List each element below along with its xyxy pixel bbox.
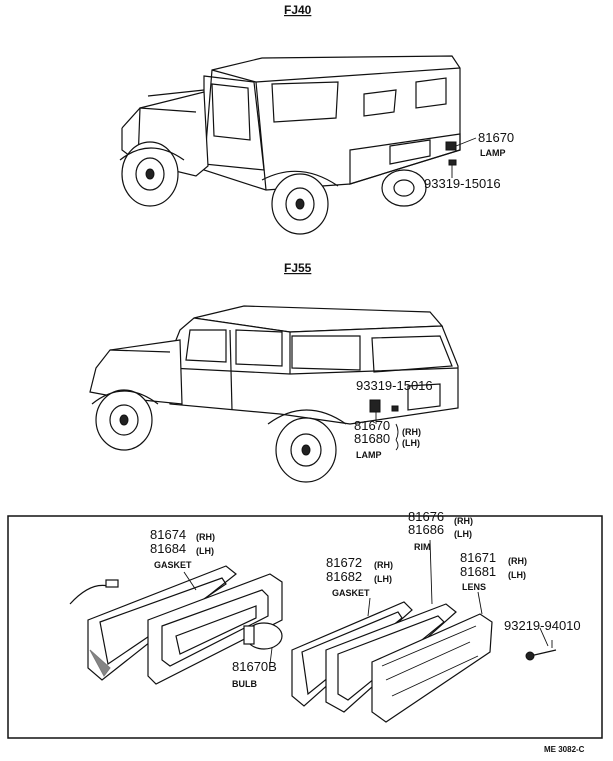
rim-rh-tag: (RH)	[454, 516, 473, 526]
fj40-screw-part-number: 93319-15016	[424, 176, 501, 191]
lens-rh-tag: (RH)	[508, 556, 527, 566]
fj55-lamp-rh-part-number: 81670	[354, 418, 390, 433]
rim-lh-tag: (LH)	[454, 529, 472, 539]
fj55-lamp-lh-tag: (LH)	[402, 438, 420, 448]
fj40-lamp-part-number: 81670	[478, 130, 514, 145]
fj55-lamp-brace	[395, 423, 399, 451]
lens-lh-part-number: 81681	[460, 564, 496, 579]
gasket1-rh-tag: (RH)	[196, 532, 215, 542]
bulb-part-number: 81670B	[232, 659, 277, 674]
lens-label: LENS	[462, 582, 486, 592]
fj55-vehicle-drawing	[89, 305, 459, 483]
detail-box	[7, 515, 603, 739]
fj55-lamp-rh-tag: (RH)	[402, 427, 421, 437]
rim-label: RIM	[414, 542, 431, 552]
lens-rh-part-number: 81671	[460, 550, 496, 565]
gasket1-label: GASKET	[154, 560, 192, 570]
gasket2-rh-tag: (RH)	[374, 560, 393, 570]
gasket1-lh-tag: (LH)	[196, 546, 214, 556]
fj55-title: FJ55	[284, 261, 312, 275]
gasket1-rh-part-number: 81674	[150, 527, 186, 542]
fj40-lamp-label: LAMP	[480, 148, 506, 158]
fj40-title: FJ40	[284, 3, 312, 17]
fj55-screw-part-number: 93319-15016	[356, 378, 433, 393]
lamp-exploded-view	[69, 539, 557, 723]
gasket2-lh-part-number: 81682	[326, 569, 362, 584]
bulb-label: BULB	[232, 679, 257, 689]
fj55-lamp-label: LAMP	[356, 450, 382, 460]
gasket2-label: GASKET	[332, 588, 370, 598]
fj40-vehicle-drawing	[119, 55, 477, 235]
gasket1-lh-part-number: 81684	[150, 541, 186, 556]
rim-lh-part-number: 81686	[408, 522, 444, 537]
lens-lh-tag: (LH)	[508, 570, 526, 580]
diagram-code: ME 3082-C	[544, 745, 585, 754]
screw-part-number: 93219-94010	[504, 618, 581, 633]
fj55-lamp-lh-part-number: 81680	[354, 431, 390, 446]
gasket2-rh-part-number: 81672	[326, 555, 362, 570]
gasket2-lh-tag: (LH)	[374, 574, 392, 584]
rim-rh-part-number: 81676	[408, 509, 444, 524]
